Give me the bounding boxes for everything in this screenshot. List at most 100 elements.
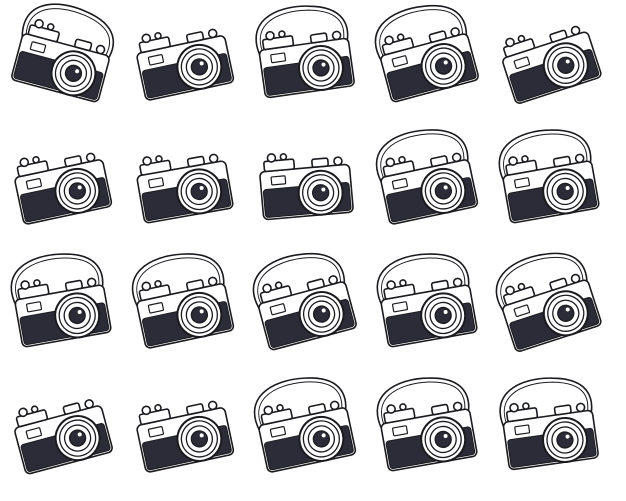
camera-illustration xyxy=(259,153,354,221)
top-plate xyxy=(138,284,171,302)
viewfinder xyxy=(186,155,205,168)
strap xyxy=(375,129,469,191)
shutter-button xyxy=(399,403,407,411)
rangefinder-window xyxy=(147,54,165,66)
strap-inner xyxy=(136,257,221,314)
dial xyxy=(450,27,460,37)
strap xyxy=(498,129,592,189)
strap-inner xyxy=(15,257,100,312)
camera-illustration xyxy=(502,25,602,104)
dial xyxy=(329,400,340,411)
dial xyxy=(207,276,218,287)
lens-highlight xyxy=(199,433,204,438)
shutter-button xyxy=(517,34,526,43)
strap-inner xyxy=(380,133,465,190)
rangefinder-window xyxy=(147,426,165,438)
viewfinder xyxy=(430,403,449,416)
dial xyxy=(141,281,152,292)
dial xyxy=(575,402,586,413)
lens-highlight xyxy=(565,59,570,64)
lens-highlight xyxy=(199,61,204,66)
dial xyxy=(331,30,342,41)
camera-illustration xyxy=(136,28,235,101)
dial xyxy=(386,404,396,414)
dial xyxy=(385,157,396,168)
lens-highlight xyxy=(565,434,570,439)
strap xyxy=(495,252,588,319)
shutter-button xyxy=(278,30,286,38)
shutter-button xyxy=(32,156,40,164)
lens-highlight xyxy=(77,432,82,437)
dial xyxy=(208,153,219,164)
rangefinder-window xyxy=(270,175,287,186)
shutter-button xyxy=(154,32,162,40)
dial xyxy=(141,33,152,44)
dial xyxy=(20,280,30,290)
shutter-button xyxy=(154,280,162,288)
rangefinder-window xyxy=(513,177,531,189)
rangefinder-window xyxy=(25,301,43,313)
lens-highlight xyxy=(321,433,326,438)
dial xyxy=(141,405,152,416)
camera-illustration xyxy=(136,153,234,224)
strap-inner xyxy=(504,381,589,435)
dial xyxy=(207,400,218,411)
strap-inner xyxy=(503,133,588,188)
lens-highlight xyxy=(443,60,448,65)
viewfinder xyxy=(309,32,328,44)
rangefinder-window xyxy=(147,302,165,314)
viewfinder xyxy=(74,38,93,52)
rangefinder-window xyxy=(391,425,409,437)
lens-highlight xyxy=(321,308,326,313)
camera-illustration xyxy=(376,253,478,348)
lens-ring xyxy=(557,56,575,74)
dial xyxy=(86,277,97,288)
rangefinder-window xyxy=(269,303,287,316)
viewfinder xyxy=(552,155,571,168)
dial xyxy=(452,277,463,288)
rangefinder-window xyxy=(269,426,287,438)
rangefinder-window xyxy=(391,55,409,68)
dial xyxy=(574,153,585,164)
dial xyxy=(262,283,272,294)
rangefinder-window xyxy=(29,41,47,54)
viewfinder xyxy=(185,279,205,292)
viewfinder xyxy=(429,155,449,168)
shutter-button xyxy=(396,33,405,42)
dial xyxy=(384,35,394,46)
shutter-button xyxy=(155,155,163,163)
dial xyxy=(85,152,96,163)
dial xyxy=(142,156,152,166)
camera-illustration xyxy=(374,4,479,103)
strap-inner xyxy=(500,256,584,318)
viewfinder xyxy=(63,155,83,168)
rangefinder-window xyxy=(514,424,531,436)
strap-inner xyxy=(257,257,342,316)
dial xyxy=(207,28,218,39)
top-plate xyxy=(16,160,49,178)
viewfinder xyxy=(62,402,81,415)
lens-highlight xyxy=(443,309,448,314)
top-plate xyxy=(259,285,293,304)
rangefinder-window xyxy=(513,56,531,70)
viewfinder xyxy=(549,277,568,291)
strap xyxy=(374,4,468,69)
rangefinder-window xyxy=(270,52,287,64)
rangefinder-window xyxy=(147,177,165,189)
lens-highlight xyxy=(199,185,204,190)
dial xyxy=(386,280,396,290)
lens-highlight xyxy=(321,62,326,67)
camera-illustration xyxy=(11,3,114,103)
shutter-button xyxy=(399,279,407,287)
dial xyxy=(333,156,343,166)
dial xyxy=(18,407,28,418)
top-plate xyxy=(260,408,293,426)
viewfinder xyxy=(430,279,449,292)
strap-inner xyxy=(381,381,466,436)
lens-highlight xyxy=(443,185,448,190)
dial xyxy=(570,273,581,284)
shutter-button xyxy=(517,282,526,291)
viewfinder xyxy=(64,279,83,292)
